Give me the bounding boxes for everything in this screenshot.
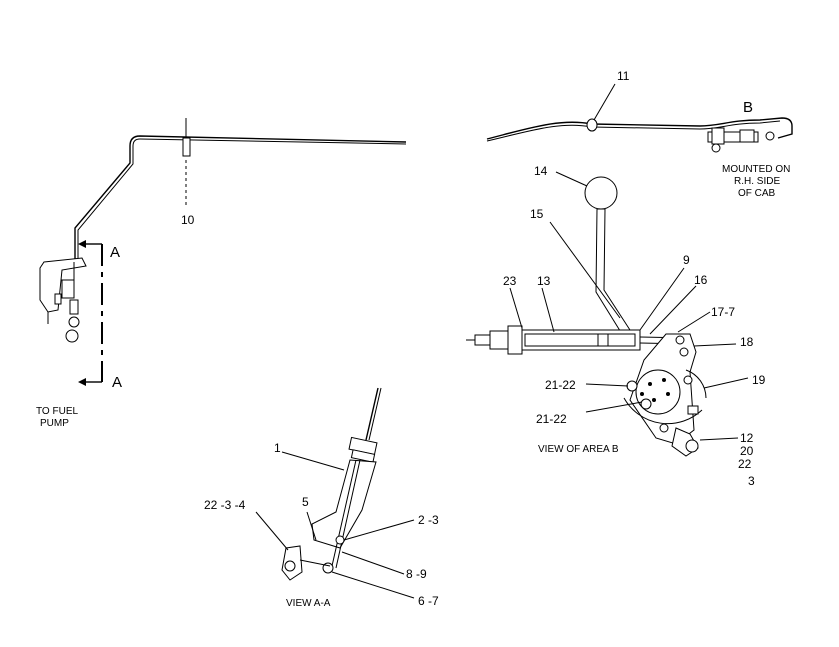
- part-label-9: 9: [683, 253, 690, 267]
- part-label-17-7: 17-7: [711, 305, 735, 319]
- section-marker-a-bottom: A: [112, 374, 122, 391]
- part-label-11: 11: [617, 69, 630, 83]
- view-a-a: 1 5 22 -3 -4 2 -3 8 -9 6 -7 VIEW A-A: [204, 387, 439, 609]
- mounted-note-line2: R.H. SIDE: [734, 176, 780, 187]
- mounted-note-line3: OF CAB: [738, 188, 776, 199]
- view-of-area-b: 14 15 23 13 9 16 17-7: [466, 164, 766, 488]
- part-label-15: 15: [530, 207, 544, 221]
- part-label-14: 14: [534, 164, 548, 178]
- part-label-22-3-4: 22 -3 -4: [204, 498, 246, 512]
- part-label-19: 19: [752, 373, 766, 387]
- section-marker-a-top: A: [110, 244, 120, 261]
- part-label-16: 16: [694, 273, 708, 287]
- clip-part-10: [182, 137, 191, 157]
- view-a-a-caption: VIEW A-A: [286, 598, 331, 609]
- part-label-10: 10: [181, 213, 195, 227]
- part-label-8-9: 8 -9: [406, 567, 427, 581]
- view-of-area-b-caption: VIEW OF AREA B: [538, 444, 619, 455]
- part-label-5: 5: [302, 495, 309, 509]
- part-label-23: 23: [503, 274, 517, 288]
- throttle-cable-routing: 10 A A TO FUEL PUMP: [36, 118, 407, 429]
- part-label-22: 22: [738, 457, 752, 471]
- fuel-pump-note-line1: TO FUEL: [36, 406, 78, 417]
- bracket-part-1: [311, 459, 377, 549]
- part-label-21-22-b: 21-22: [536, 412, 567, 426]
- part-label-20: 20: [740, 444, 754, 458]
- part-label-1: 1: [274, 441, 281, 455]
- part-label-6-7: 6 -7: [418, 594, 439, 608]
- fuel-pump-note-line2: PUMP: [40, 418, 69, 429]
- part-label-13: 13: [537, 274, 551, 288]
- part-label-3: 3: [748, 474, 755, 488]
- part-label-12: 12: [740, 431, 754, 445]
- cab-mount-bracket: [707, 127, 775, 153]
- part-label-21-22-a: 21-22: [545, 378, 576, 392]
- mounted-note-line1: MOUNTED ON: [722, 164, 790, 175]
- part-label-2-3: 2 -3: [418, 513, 439, 527]
- grommet-part-11: [586, 118, 598, 132]
- nut-part-23: [507, 325, 523, 355]
- fuel-pump-bracket: [39, 257, 87, 343]
- part-label-18: 18: [740, 335, 754, 349]
- lever-part-15: [595, 208, 631, 335]
- detail-marker-b: B: [743, 99, 753, 116]
- arc-part-19: [623, 397, 703, 425]
- cab-cable-routing: 11 B MOUNTED ON R.H. SIDE OF CAB: [486, 69, 793, 199]
- knob-part-14: [584, 176, 618, 210]
